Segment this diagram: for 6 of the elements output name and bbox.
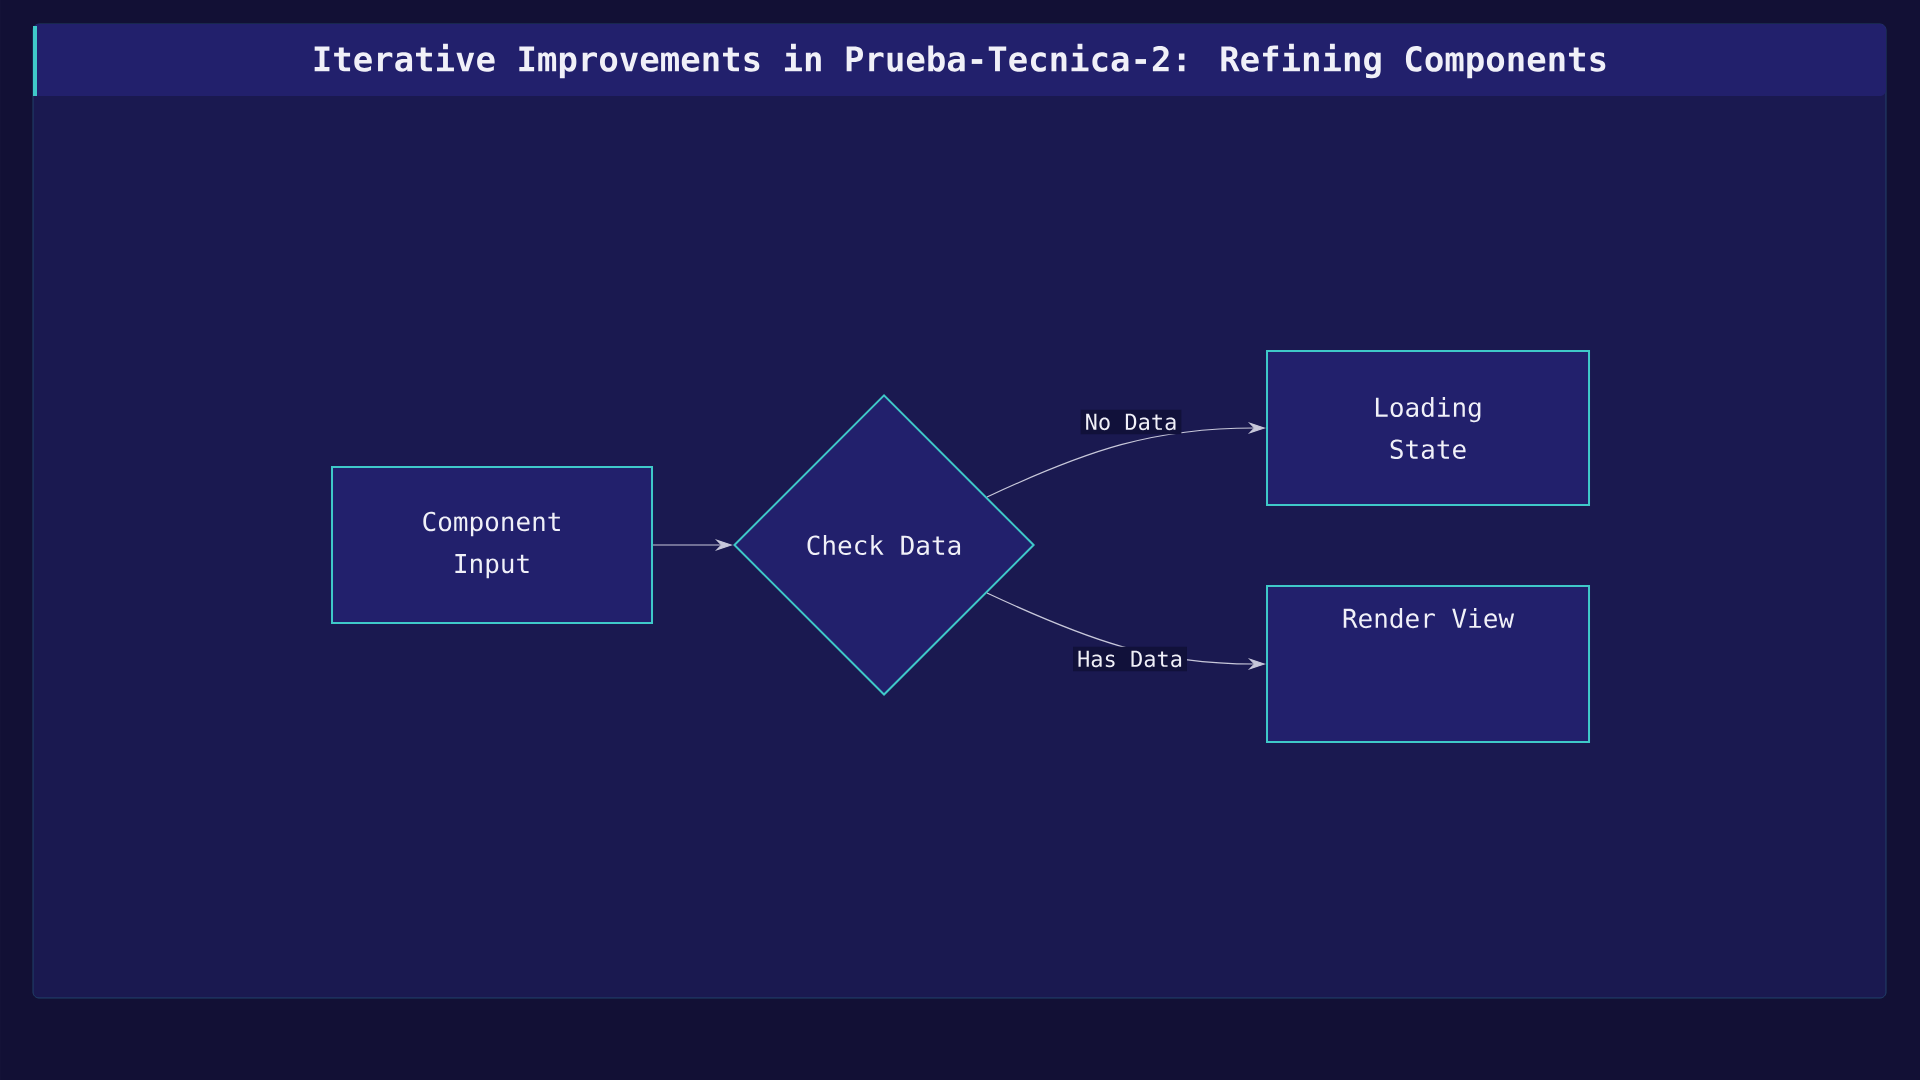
process-box: Loading State — [1266, 350, 1590, 506]
edge-label: Has Data — [1073, 646, 1187, 672]
title: Iterative Improvements in Prueba-Tecnica-2: Refining Components — [314, 43, 1606, 79]
process-box: Render View — [1266, 585, 1590, 743]
process-box: Component Input — [331, 466, 653, 624]
edge-label: No Data — [1080, 409, 1182, 435]
